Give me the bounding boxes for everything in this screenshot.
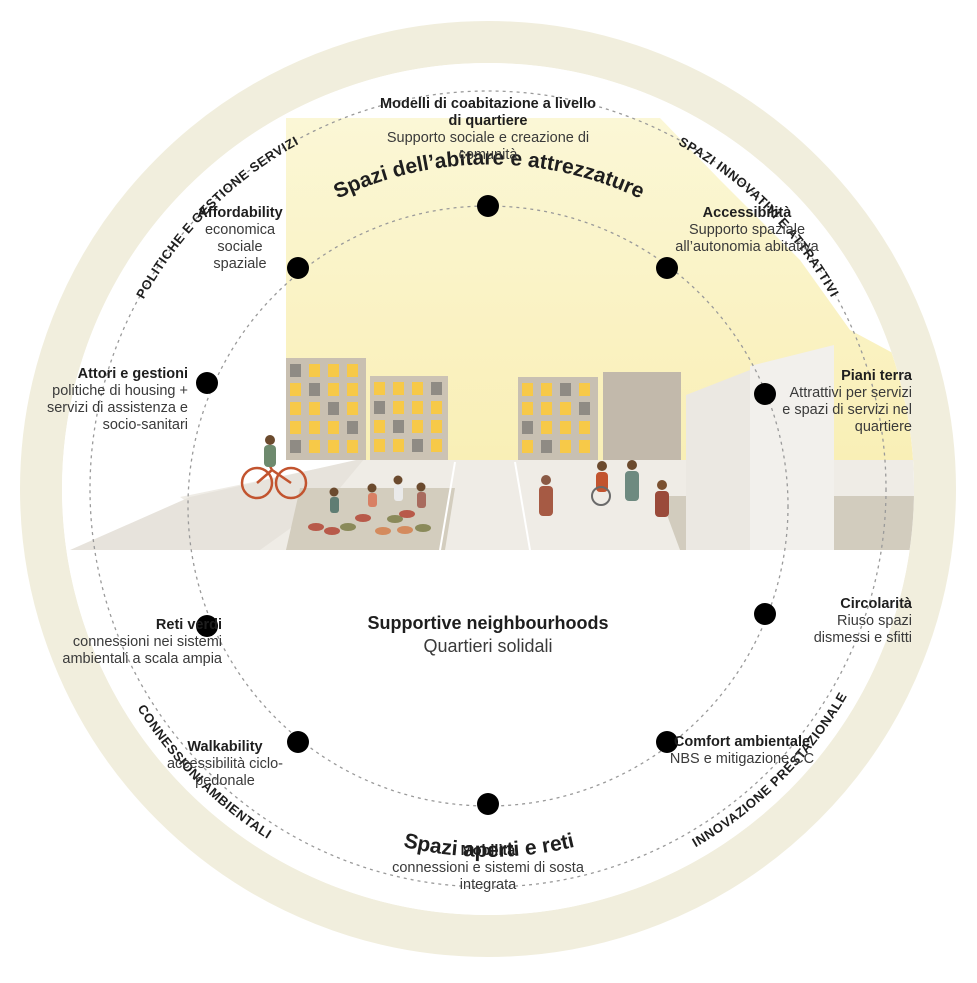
building-window bbox=[328, 364, 339, 377]
building-window bbox=[347, 440, 358, 453]
node-dot-mobilita bbox=[477, 793, 499, 815]
node-dot-affordability bbox=[287, 257, 309, 279]
building-window bbox=[328, 383, 339, 396]
node-dot-coabitazione bbox=[477, 195, 499, 217]
building-window bbox=[347, 402, 358, 415]
building-window bbox=[393, 382, 404, 395]
node-label-coabitazione: Modelli di coabitazione a livello di qua… bbox=[380, 96, 596, 163]
building-window bbox=[579, 402, 590, 415]
building-window bbox=[347, 364, 358, 377]
building-window bbox=[290, 402, 301, 415]
building-window bbox=[393, 420, 404, 433]
building-window bbox=[374, 382, 385, 395]
building-window bbox=[309, 364, 320, 377]
building-right-2 bbox=[603, 372, 681, 460]
building-window bbox=[541, 383, 552, 396]
building-window bbox=[431, 420, 442, 433]
building-window bbox=[328, 440, 339, 453]
people-figures bbox=[240, 435, 669, 517]
building-window bbox=[290, 383, 301, 396]
building-window bbox=[290, 421, 301, 434]
building-window bbox=[328, 402, 339, 415]
node-dot-reti-verdi bbox=[196, 615, 218, 637]
building-window bbox=[412, 401, 423, 414]
building-window bbox=[393, 439, 404, 452]
road-line-left bbox=[439, 461, 456, 551]
building-window bbox=[309, 402, 320, 415]
building-window bbox=[347, 421, 358, 434]
building-window bbox=[431, 439, 442, 452]
building-window bbox=[579, 421, 590, 434]
node-markers bbox=[196, 195, 776, 815]
building-window bbox=[412, 420, 423, 433]
center-title-main: Supportive neighbourhoods bbox=[367, 613, 609, 633]
building-window bbox=[393, 401, 404, 414]
building-window bbox=[374, 439, 385, 452]
node-dot-comfort bbox=[656, 731, 678, 753]
building-window bbox=[412, 382, 423, 395]
node-dot-attori bbox=[196, 372, 218, 394]
building-window bbox=[522, 383, 533, 396]
building-window bbox=[309, 440, 320, 453]
building-window bbox=[560, 421, 571, 434]
building-window bbox=[374, 401, 385, 414]
building-right-3 bbox=[686, 370, 750, 550]
building-window bbox=[560, 383, 571, 396]
building-window bbox=[560, 402, 571, 415]
building-window bbox=[412, 439, 423, 452]
building-window bbox=[560, 440, 571, 453]
building-window bbox=[541, 402, 552, 415]
building-window bbox=[290, 364, 301, 377]
outer-ring bbox=[20, 21, 956, 957]
building-window bbox=[374, 420, 385, 433]
building-window bbox=[579, 440, 590, 453]
building-windows bbox=[290, 364, 590, 453]
building-window bbox=[541, 440, 552, 453]
outer-dashed-circle bbox=[89, 90, 887, 888]
building-window bbox=[522, 402, 533, 415]
building-window bbox=[579, 383, 590, 396]
building-window bbox=[309, 383, 320, 396]
building-window bbox=[431, 382, 442, 395]
center-title: Supportive neighbourhoods Quartieri soli… bbox=[338, 612, 638, 657]
playground-stools bbox=[308, 510, 431, 535]
node-dot-circolarita bbox=[754, 603, 776, 625]
road-line-right bbox=[514, 461, 531, 551]
building-window bbox=[522, 421, 533, 434]
node-dot-walkability bbox=[287, 731, 309, 753]
building-window bbox=[522, 440, 533, 453]
center-title-sub: Quartieri solidali bbox=[423, 636, 553, 656]
building-window bbox=[290, 440, 301, 453]
building-window bbox=[347, 383, 358, 396]
building-window bbox=[309, 421, 320, 434]
node-dot-piani-terra bbox=[754, 383, 776, 405]
building-window bbox=[541, 421, 552, 434]
building-window bbox=[328, 421, 339, 434]
node-dot-accessibilita bbox=[656, 257, 678, 279]
wheelchair-icon bbox=[591, 486, 611, 506]
bicycle-wheel-icon bbox=[240, 466, 274, 500]
building-window bbox=[431, 401, 442, 414]
